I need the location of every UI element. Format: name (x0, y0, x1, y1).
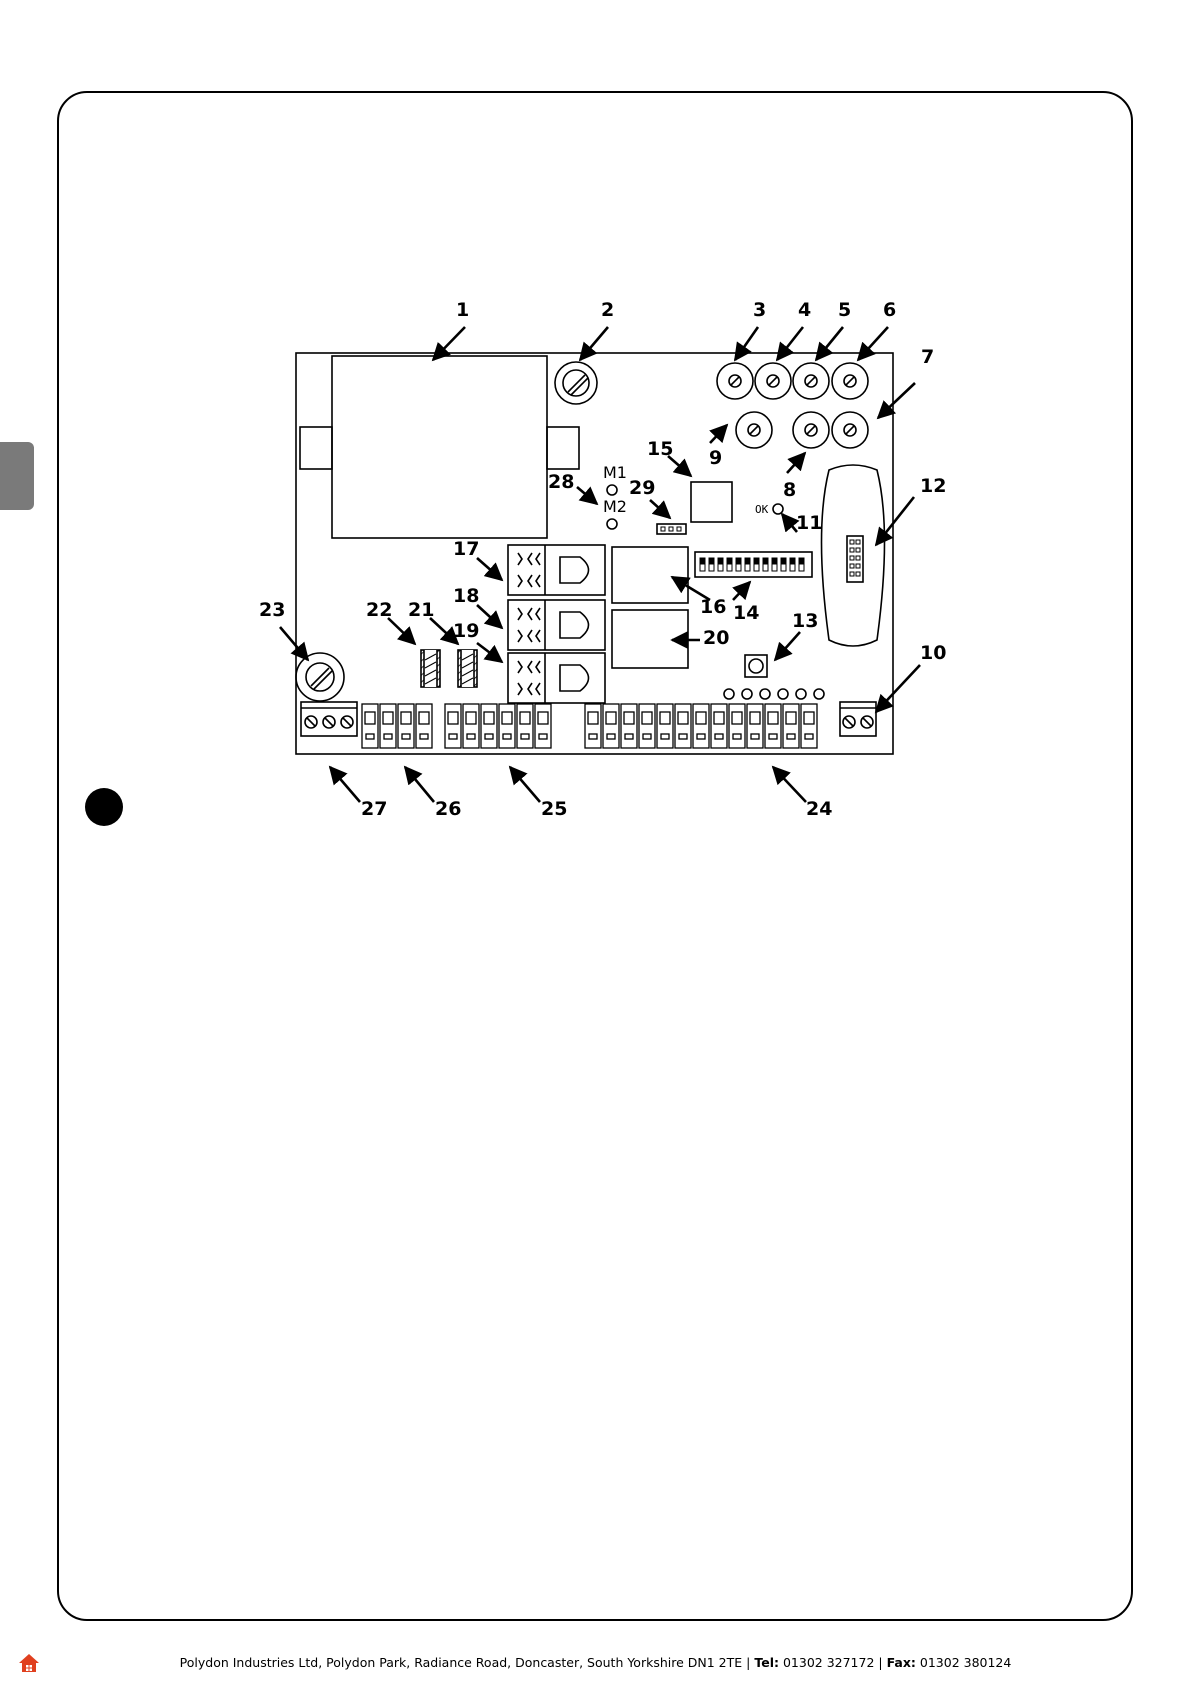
callout-24: 24 (806, 798, 832, 820)
footer-tel: 01302 327172 (779, 1655, 874, 1670)
label-m1: M1 (603, 463, 627, 482)
label-ok: OK (755, 503, 769, 516)
spring-terminal (380, 704, 396, 748)
callout-1: 1 (456, 299, 469, 321)
callout-5: 5 (838, 299, 851, 321)
callout-3: 3 (753, 299, 766, 321)
callout-15: 15 (647, 438, 673, 460)
spring-terminal (603, 704, 619, 748)
spring-terminal (801, 704, 817, 748)
spring-terminal (481, 704, 497, 748)
callout-20: 20 (703, 627, 729, 649)
spring-terminal (517, 704, 533, 748)
spring-terminal (535, 704, 551, 748)
footer-contact: Polydon Industries Ltd, Polydon Park, Ra… (0, 1655, 1191, 1670)
led-m1 (607, 485, 617, 495)
relay-19 (508, 653, 605, 703)
callout-6: 6 (883, 299, 896, 321)
callout-10: 10 (920, 642, 946, 664)
callout-29: 29 (629, 477, 655, 499)
callout-27: 27 (361, 798, 387, 820)
spring-terminal (729, 704, 745, 748)
spring-terminal (675, 704, 691, 748)
footer-fax-label: Fax: (887, 1655, 916, 1670)
microcontroller-chip (691, 482, 732, 522)
led-ok (773, 504, 783, 514)
callout-22: 22 (366, 599, 392, 621)
transformer (332, 356, 547, 538)
trimmer-row-bottom (736, 412, 868, 448)
spring-terminal (711, 704, 727, 748)
trimmer-row-top (717, 363, 868, 399)
callout-arrows (280, 327, 920, 802)
callout-4: 4 (798, 299, 811, 321)
spring-terminal (585, 704, 601, 748)
spring-terminal (362, 704, 378, 748)
callout-12: 12 (920, 475, 946, 497)
callout-11: 11 (796, 512, 822, 534)
spring-terminal (657, 704, 673, 748)
spring-terminal (639, 704, 655, 748)
callout-21: 21 (408, 599, 434, 621)
spring-terminal (783, 704, 799, 748)
spring-terminal (398, 704, 414, 748)
spring-terminal (747, 704, 763, 748)
callout-16: 16 (700, 596, 726, 618)
spring-terminal (463, 704, 479, 748)
callout-7: 7 (921, 346, 934, 368)
label-m2: M2 (603, 497, 627, 516)
relay-16 (612, 547, 688, 603)
callout-8: 8 (783, 479, 796, 501)
terminal-block-27 (301, 702, 357, 736)
callout-18: 18 (453, 585, 479, 607)
spring-terminal (693, 704, 709, 748)
callout-26: 26 (435, 798, 461, 820)
callout-2: 2 (601, 299, 614, 321)
spring-terminal (621, 704, 637, 748)
callout-19: 19 (453, 620, 479, 642)
footer-address: Polydon Industries Ltd, Polydon Park, Ra… (180, 1655, 743, 1670)
spring-terminal (416, 704, 432, 748)
relay-18 (508, 600, 605, 650)
callout-25: 25 (541, 798, 567, 820)
callout-17: 17 (453, 538, 479, 560)
callout-14: 14 (733, 602, 759, 624)
spring-terminal (765, 704, 781, 748)
footer-tel-label: Tel: (754, 1655, 779, 1670)
spring-terminal (499, 704, 515, 748)
callout-9: 9 (709, 447, 722, 469)
callout-23: 23 (259, 599, 285, 621)
callout-13: 13 (792, 610, 818, 632)
callout-28: 28 (548, 471, 574, 493)
footer-fax: 01302 380124 (916, 1655, 1011, 1670)
led-m2 (607, 519, 617, 529)
relay-17 (508, 545, 605, 595)
spring-terminal (445, 704, 461, 748)
led-row (724, 689, 824, 699)
